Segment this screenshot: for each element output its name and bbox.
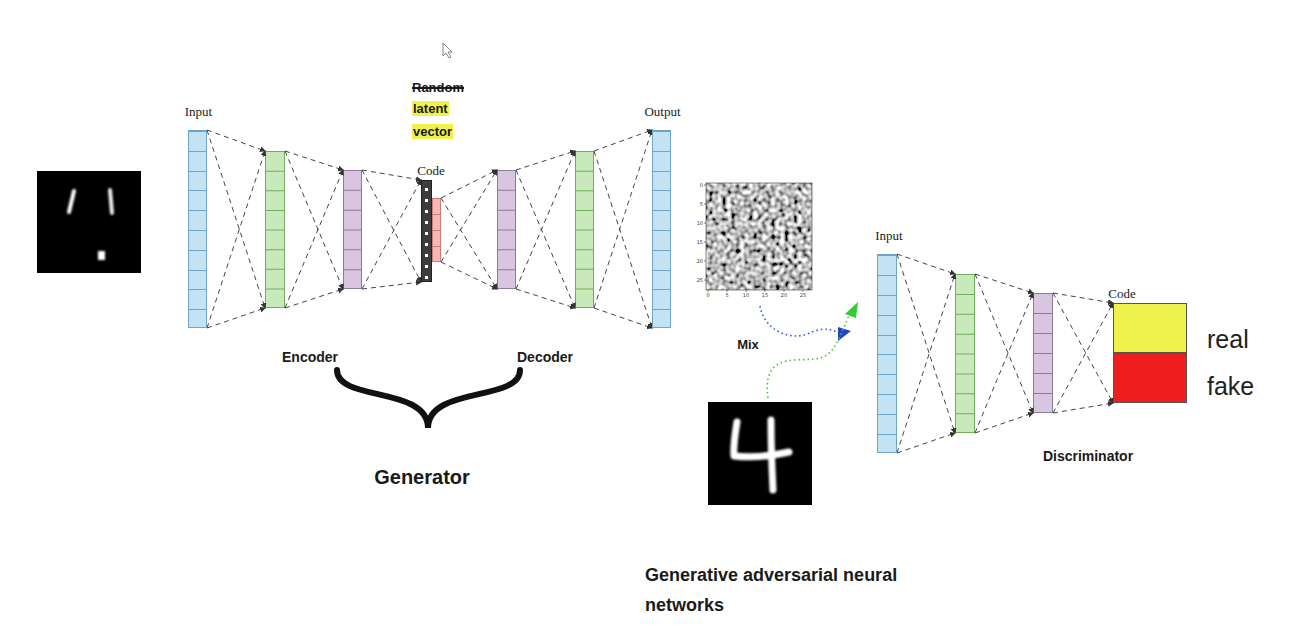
axis-tick: 20 (781, 292, 787, 298)
node-label: Input (875, 228, 902, 244)
part-name: Encoder (282, 349, 338, 365)
output-layer: Output (652, 130, 671, 328)
struck-text: Random (412, 80, 464, 95)
layer-connections (207, 130, 1113, 453)
highlighted-text: vector (412, 124, 453, 139)
input-layer: Input (188, 130, 207, 328)
digit-image (708, 402, 812, 505)
axis-tick: 5 (725, 292, 728, 298)
axis-tick: 10 (743, 292, 749, 298)
input-layer: Input (877, 254, 897, 453)
part-name: Discriminator (1043, 448, 1133, 464)
axis-tick: 15 (697, 239, 703, 245)
axis-tick: 25 (800, 292, 806, 298)
axis-tick: 15 (762, 292, 768, 298)
code-layer: Code (421, 180, 432, 282)
node-label: Code (417, 163, 444, 179)
node-label: Input (185, 104, 212, 120)
layer-name: Code (1108, 286, 1135, 302)
part-name: Decoder (517, 349, 573, 365)
output-box: fake (1113, 353, 1187, 403)
axis-tick: 25 (697, 277, 703, 283)
input-image (37, 171, 141, 273)
mix-arrows (760, 302, 858, 398)
caption: Generative adversarial neural networks (645, 560, 945, 620)
axis-tick: 20 (697, 258, 703, 264)
node-label: Output (644, 104, 680, 120)
group-name: Generator (374, 466, 470, 489)
curly-brace (337, 370, 520, 428)
axis-tick: 10 (697, 220, 703, 226)
axis-tick: 0 (706, 292, 709, 298)
highlighted-text: latent (412, 101, 449, 116)
mouse-cursor (443, 43, 452, 58)
noise-image (704, 183, 812, 292)
output-box: real (1113, 303, 1187, 353)
axis-tick: 5 (700, 201, 703, 207)
axis-tick: 0 (700, 182, 703, 188)
operation-name: Mix (737, 337, 759, 352)
node-label: fake (1207, 372, 1254, 401)
node-label: real (1207, 325, 1249, 354)
